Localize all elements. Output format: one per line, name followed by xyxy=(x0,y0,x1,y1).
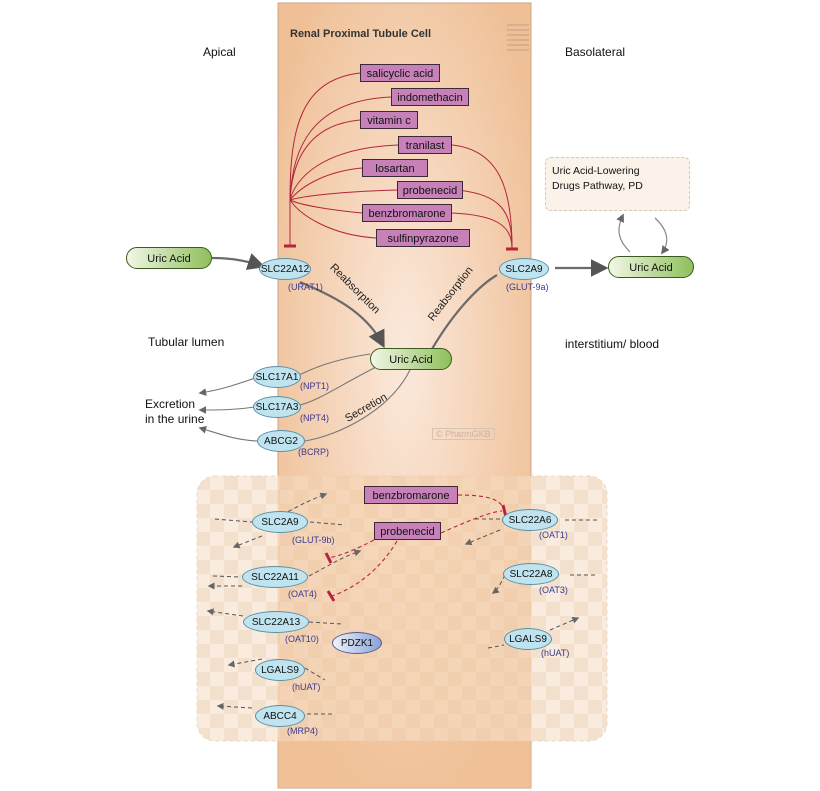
inhibition-curves-left xyxy=(284,72,399,248)
cell-title: Renal Proximal Tubule Cell xyxy=(290,28,431,40)
transporter-slc2a9[interactable]: SLC2A9 xyxy=(499,258,549,280)
transporter-alias: (NPT4) xyxy=(300,413,329,423)
transporter-slc17a1[interactable]: SLC17A1 xyxy=(253,366,301,388)
transporter-slc22a8[interactable]: SLC22A8 xyxy=(503,563,559,585)
transporter-alias: (GLUT-9a) xyxy=(506,282,549,292)
excretion-label-2: in the urine xyxy=(145,412,205,426)
drug-box-lower[interactable]: probenecid xyxy=(374,522,441,540)
transporter-alias: (hUAT) xyxy=(541,648,570,658)
transporter-slc22a11[interactable]: SLC22A11 xyxy=(242,566,308,588)
drug-box[interactable]: probenecid xyxy=(397,181,463,199)
drug-box[interactable]: sulfinpyrazone xyxy=(376,229,470,247)
membrane-icon xyxy=(507,24,529,51)
excretion-label-1: Excretion xyxy=(145,397,196,411)
transporter-alias: (OAT1) xyxy=(539,530,568,540)
drug-box[interactable]: benzbromarone xyxy=(362,204,452,222)
transporter-alias: (hUAT) xyxy=(292,682,321,692)
basolateral-label: Basolateral xyxy=(565,45,626,59)
drug-box[interactable]: salicyclic acid xyxy=(360,64,440,82)
scaffold-pdzk1[interactable]: PDZK1 xyxy=(332,632,382,654)
transporter-alias: (MRP4) xyxy=(287,726,318,736)
drug-box[interactable]: vitamin c xyxy=(360,111,418,129)
transporter-alias: (OAT10) xyxy=(285,634,319,644)
transporter-slc22a6[interactable]: SLC22A6 xyxy=(502,509,558,531)
transporter-abcg2[interactable]: ABCG2 xyxy=(257,430,305,452)
interstitium-label: interstitium/ blood xyxy=(565,337,660,351)
uric-acid-cell[interactable]: Uric Acid xyxy=(370,348,452,370)
drug-box[interactable]: tranilast xyxy=(398,136,452,154)
drug-box[interactable]: indomethacin xyxy=(391,88,469,106)
transporter-alias: (OAT3) xyxy=(539,585,568,595)
transporter-alias: (OAT4) xyxy=(288,589,317,599)
transporter-slc22a12[interactable]: SLC22A12 xyxy=(259,258,311,280)
apical-label: Apical xyxy=(203,45,236,59)
transporter-alias: (GLUT-9b) xyxy=(292,535,335,545)
pathway-link-box[interactable] xyxy=(545,157,690,211)
transporter-abcc4[interactable]: ABCC4 xyxy=(255,705,305,727)
drug-box[interactable]: losartan xyxy=(362,159,428,177)
transporter-alias: (URAT1) xyxy=(288,282,323,292)
transporter-alias: (NPT1) xyxy=(300,381,329,391)
pathway-link-line1: Uric Acid-Lowering xyxy=(552,165,640,177)
transporter-lgals9-apical[interactable]: LGALS9 xyxy=(255,659,305,681)
uric-acid-flows xyxy=(211,253,609,350)
inhibition-curves-right xyxy=(451,144,518,251)
drug-box-lower[interactable]: benzbromarone xyxy=(364,486,458,504)
uric-acid-lumen[interactable]: Uric Acid xyxy=(126,247,212,269)
uric-acid-blood[interactable]: Uric Acid xyxy=(608,256,694,278)
transporter-alias: (BCRP) xyxy=(298,447,329,457)
transporter-slc22a13[interactable]: SLC22A13 xyxy=(243,611,309,633)
pharmgkb-watermark: © PharmGKB xyxy=(432,428,495,440)
tubular-lumen-label: Tubular lumen xyxy=(148,335,225,349)
transporter-lgals9-basolateral[interactable]: LGALS9 xyxy=(504,628,552,650)
pathway-link-arrows xyxy=(616,213,670,255)
transporter-slc2a9-lower[interactable]: SLC2A9 xyxy=(252,511,308,533)
transporter-slc17a3[interactable]: SLC17A3 xyxy=(253,396,301,418)
secretion-flows xyxy=(198,353,411,442)
pathway-link-line2: Drugs Pathway, PD xyxy=(552,180,643,192)
